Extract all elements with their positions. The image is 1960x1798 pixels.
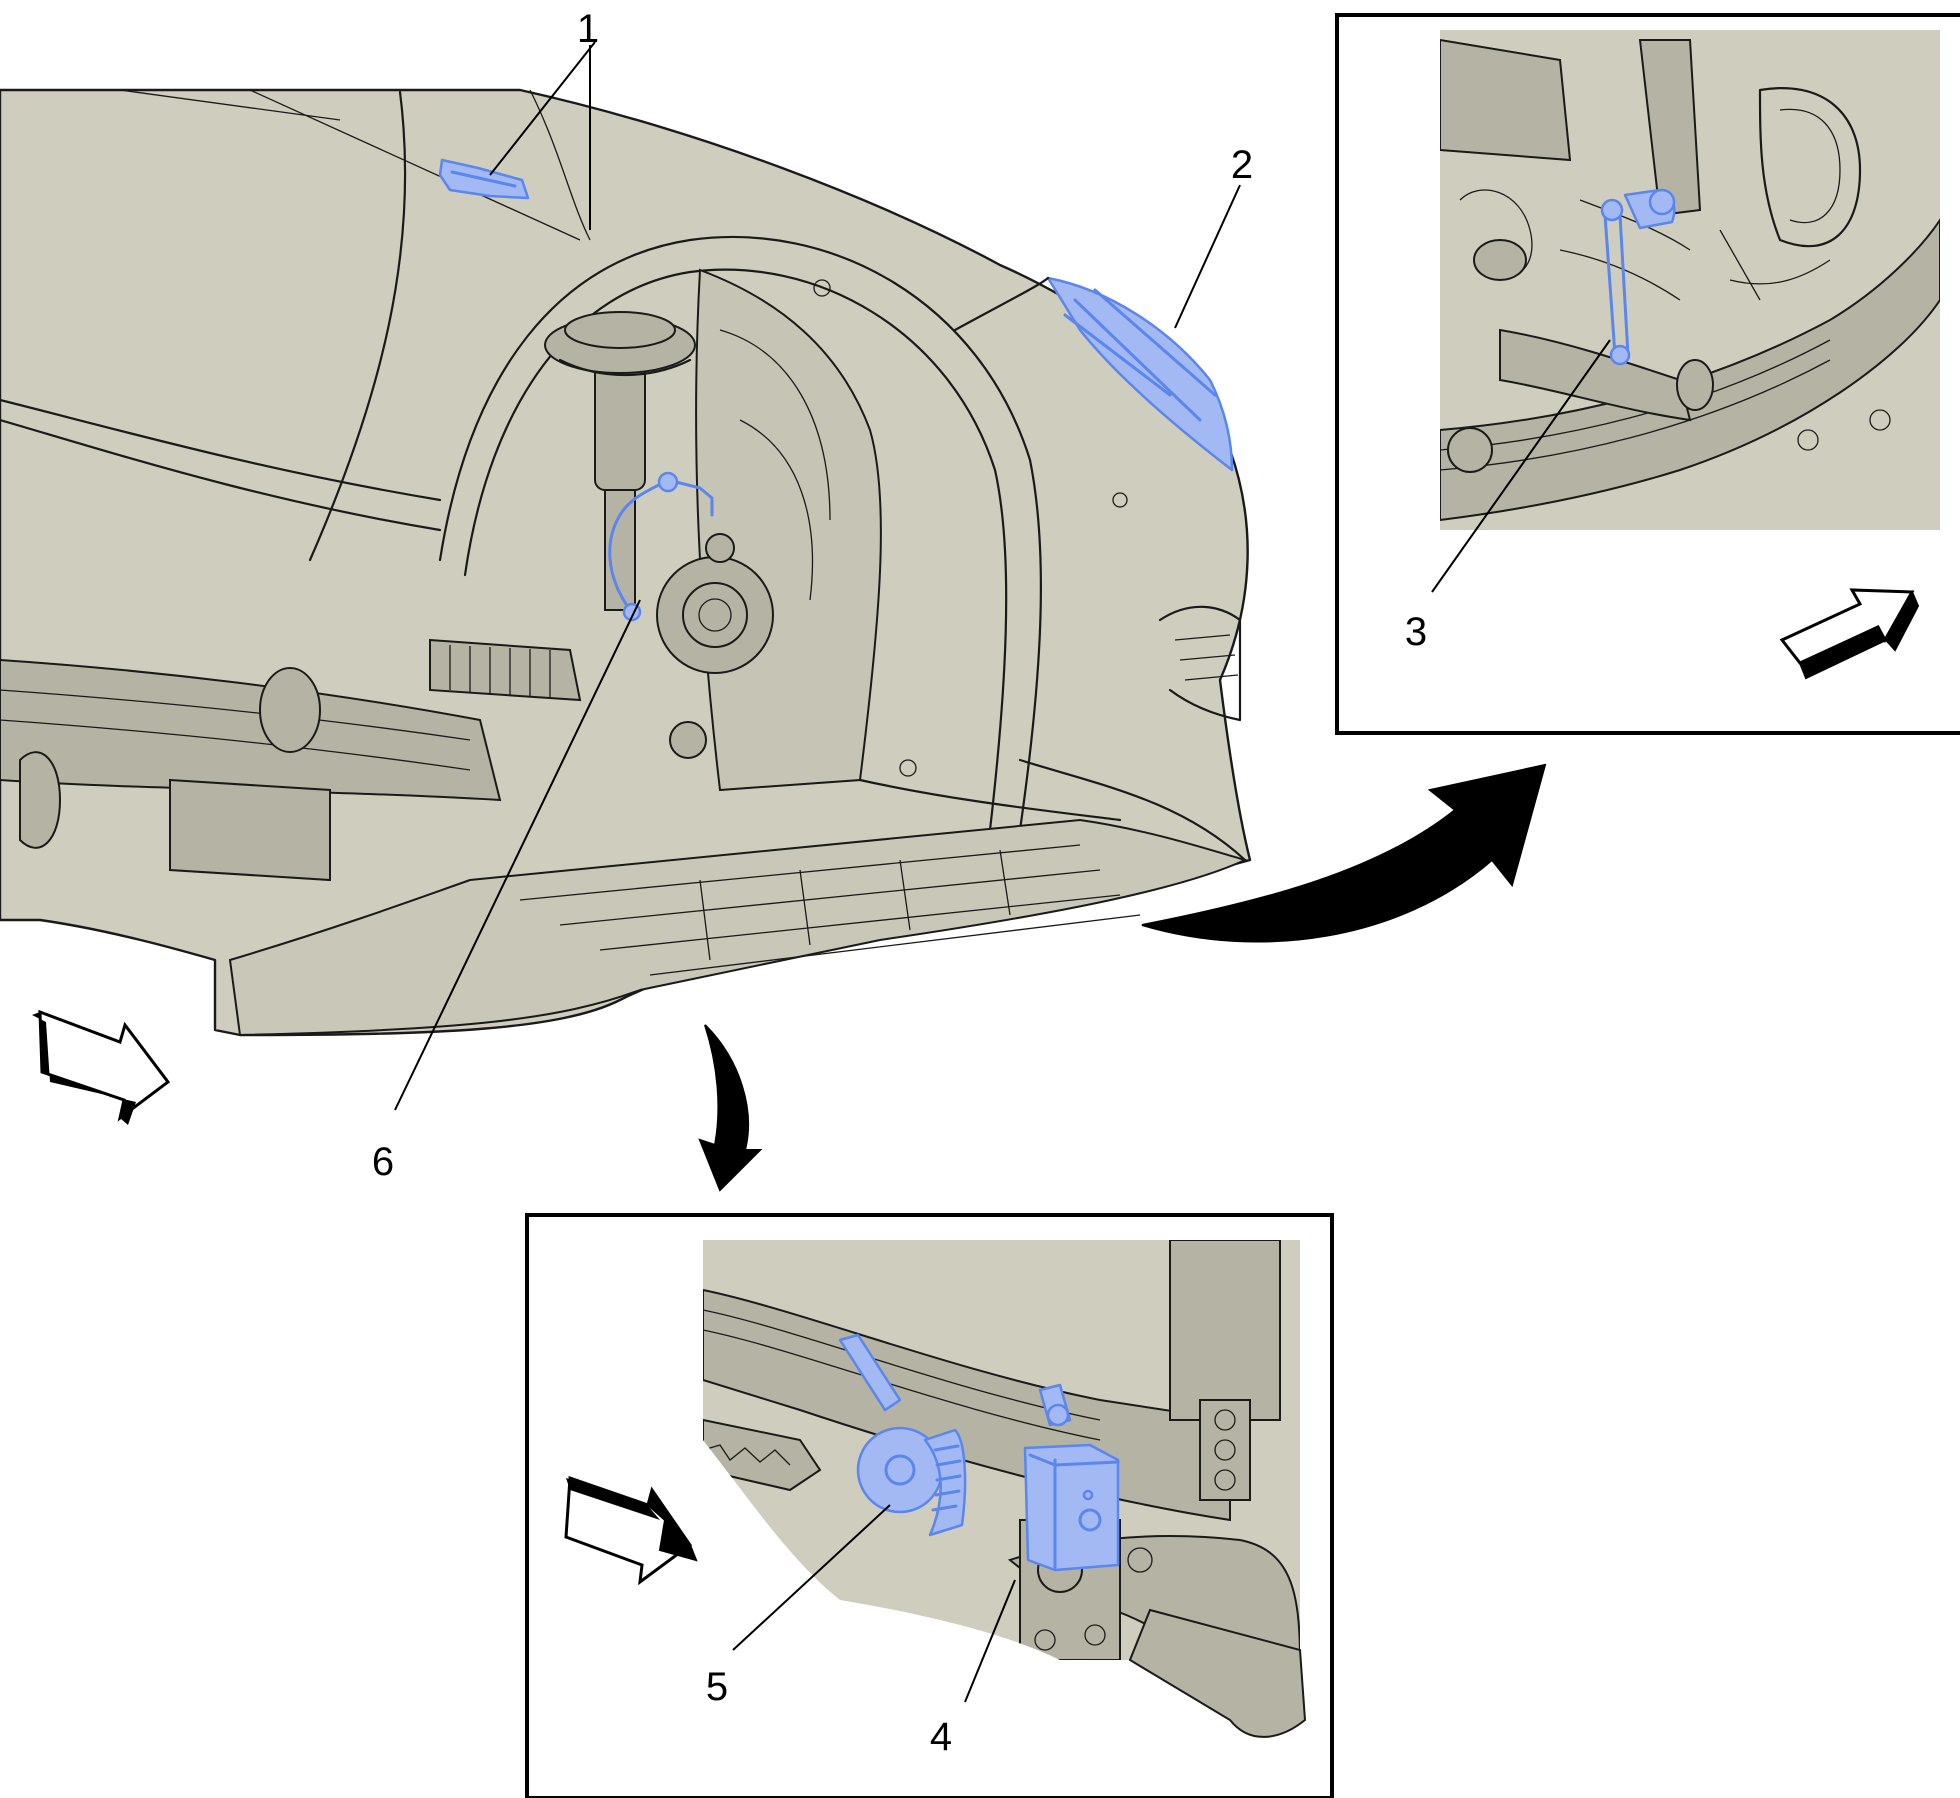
- view-transition-arrow-icon: [698, 1024, 763, 1192]
- leader-4: [964, 1579, 1016, 1703]
- leader-3: [1431, 339, 1611, 593]
- view-transition-arrow-icon: [1141, 763, 1547, 943]
- direction-arrow-icon: [1779, 588, 1920, 680]
- main-vehicle-view: [0, 88, 1252, 1037]
- inset-bottom: [525, 1213, 1334, 1798]
- leader-1: [489, 41, 596, 176]
- underbody-shield: [228, 818, 1248, 1037]
- leader-lines: [394, 41, 1611, 1703]
- callout-1: 1: [577, 7, 599, 51]
- callout-4: 4: [930, 1715, 952, 1759]
- leader-5: [732, 1504, 891, 1651]
- inset-upper-right: [1335, 13, 1960, 735]
- strut-assembly: [544, 311, 696, 611]
- callout-3: 3: [1405, 610, 1427, 654]
- callout-2: 2: [1231, 143, 1253, 187]
- callout-5: 5: [706, 1665, 728, 1709]
- wheel-hub: [656, 533, 774, 759]
- callout-6: 6: [372, 1140, 394, 1184]
- leader-2: [1174, 184, 1241, 329]
- height-sensor-bracket: [1023, 1383, 1120, 1572]
- direction-arrow-icon: [32, 1009, 171, 1125]
- height-sensor-link: [1600, 188, 1676, 366]
- wheel-arch: [438, 235, 1042, 832]
- leader-6: [394, 599, 641, 1111]
- height-sensor: [838, 1333, 967, 1537]
- callout-labels: 1 2 3 4 5 6: [372, 7, 1427, 1759]
- direction-arrow-icon: [564, 1475, 698, 1586]
